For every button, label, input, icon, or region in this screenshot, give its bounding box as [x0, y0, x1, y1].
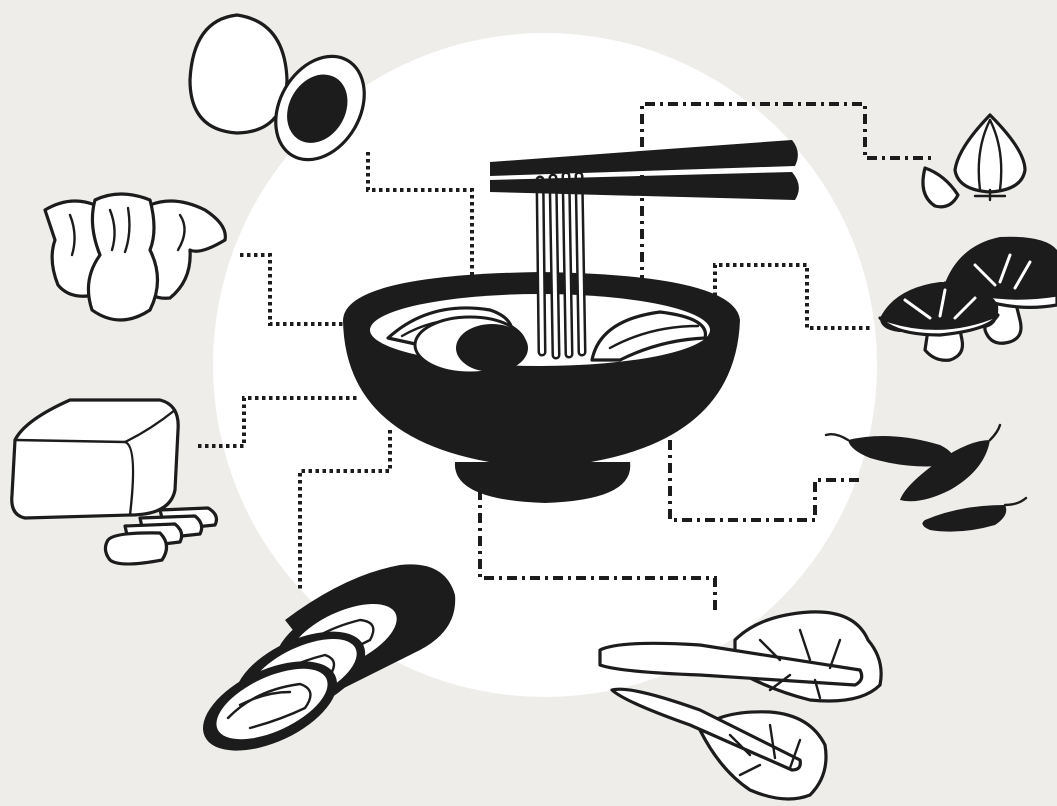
noodles	[535, 171, 587, 360]
connector-chili	[668, 440, 860, 522]
kimbap-icon	[202, 564, 456, 751]
ramen-bowl-icon	[343, 140, 799, 503]
connector-kimbap	[298, 430, 392, 590]
garlic-icon	[921, 113, 1027, 209]
chili-pepper-icon	[824, 423, 1028, 532]
dumplings-icon	[43, 192, 227, 322]
chopsticks	[490, 140, 799, 200]
tofu-icon	[10, 398, 219, 566]
bok-choy-icon	[598, 610, 883, 801]
connector-dumplings	[240, 253, 345, 326]
egg-icon	[188, 13, 366, 162]
mushroom-icon	[878, 236, 1057, 362]
connector-egg	[366, 152, 474, 290]
connector-tofu	[198, 396, 360, 448]
